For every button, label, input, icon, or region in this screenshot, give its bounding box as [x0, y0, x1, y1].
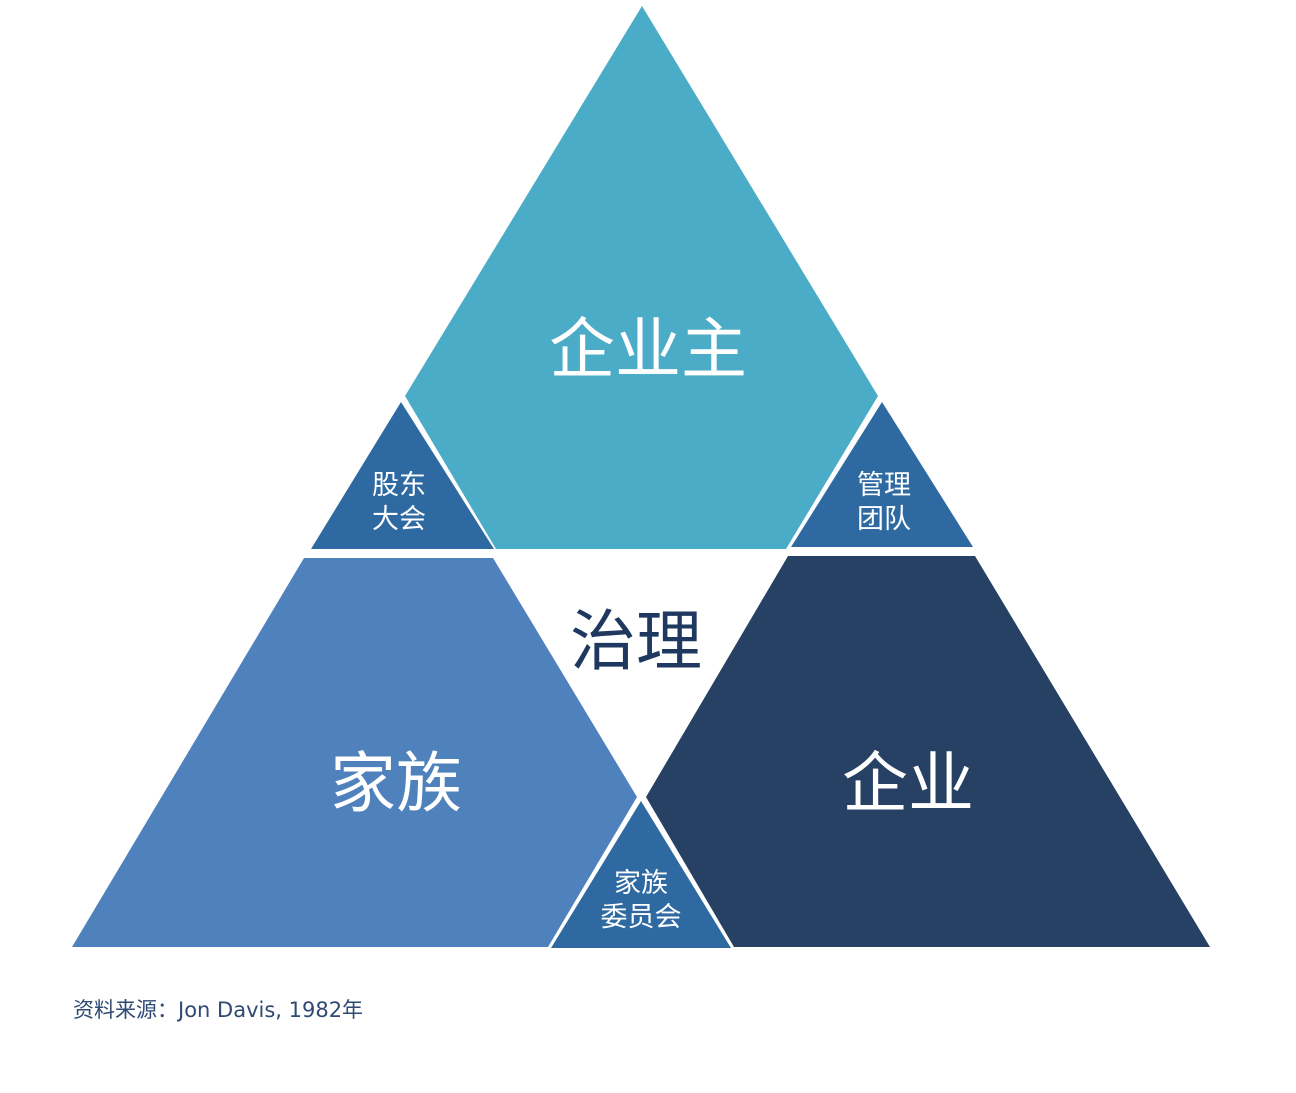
owners-label: 企业主 [549, 311, 747, 388]
business-label: 企业 [842, 745, 974, 822]
family-triangle [72, 558, 637, 947]
owners-triangle [405, 6, 878, 549]
management-team-label-line2: 团队 [857, 504, 911, 535]
family-council-label-line1: 家族 [614, 868, 668, 899]
source-note: 资料来源：Jon Davis, 1982年 [73, 998, 364, 1022]
family-council-triangle [551, 801, 731, 948]
family-label: 家族 [330, 745, 462, 822]
business-triangle [646, 556, 1210, 947]
shareholders-meeting-label-line2: 大会 [372, 504, 426, 535]
shareholders-meeting-label-line1: 股东 [372, 470, 426, 501]
management-team-triangle [791, 402, 973, 547]
management-team-label-line1: 管理 [857, 470, 911, 501]
family-council-label-line2: 委员会 [601, 902, 682, 933]
governance-label: 治理 [570, 603, 702, 680]
shareholders-meeting-triangle [311, 402, 494, 549]
